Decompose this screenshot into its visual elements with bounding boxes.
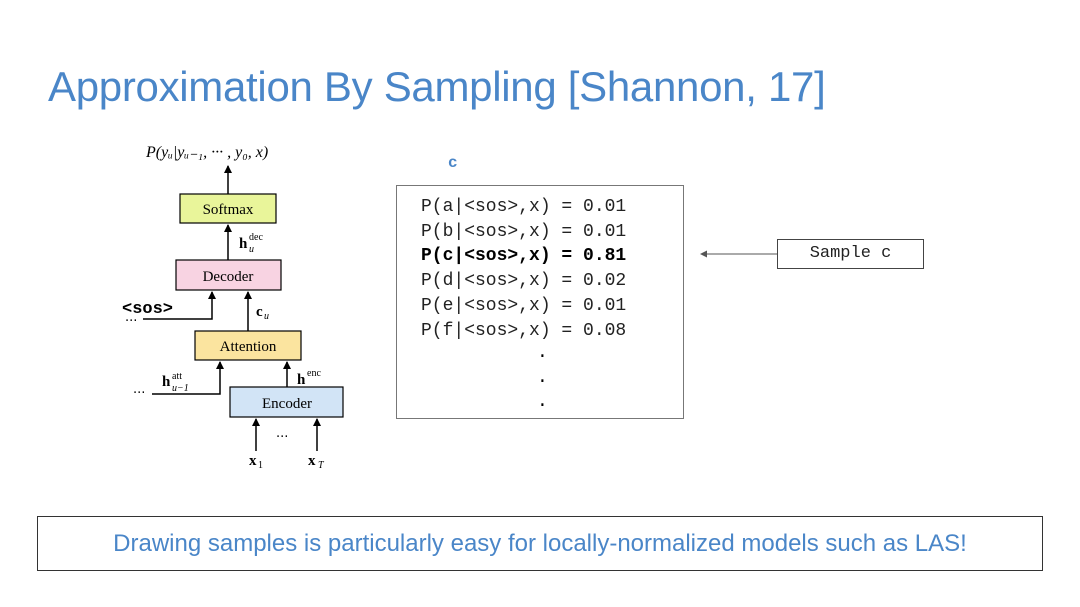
footer-message: Drawing samples is particularly easy for… xyxy=(37,516,1043,571)
softmax-label: Softmax xyxy=(203,202,254,218)
h-dec-subscript: u xyxy=(249,244,254,255)
probability-row: P(d|<sos>,x) = 0.02 xyxy=(421,271,627,291)
encoder-label: Encoder xyxy=(262,396,312,412)
probability-row: P(b|<sos>,x) = 0.01 xyxy=(421,222,627,242)
x1-subscript: 1 xyxy=(258,460,263,471)
arrow-sos-to-decoder xyxy=(143,291,216,320)
probability-row: P(e|<sos>,x) = 0.01 xyxy=(421,296,627,316)
decoder-label: Decoder xyxy=(203,269,254,285)
h-att-ellipsis: ··· xyxy=(133,386,145,401)
sample-result-box: Sample c xyxy=(777,239,924,269)
sos-token-label: <sos> xyxy=(122,300,173,319)
attention-label: Attention xyxy=(220,339,277,355)
h-enc-superscript: enc xyxy=(307,368,321,379)
x1-label: x xyxy=(249,453,257,469)
c-u-subscript: u xyxy=(264,311,269,322)
sos-ellipsis: ··· xyxy=(125,314,137,329)
softmax-block xyxy=(179,193,277,224)
xT-label: x xyxy=(308,453,316,469)
probability-row-selected: P(c|<sos>,x) = 0.81 xyxy=(421,246,627,266)
h-enc-label: h xyxy=(297,372,306,388)
decoder-block xyxy=(175,259,282,291)
attention-block xyxy=(194,330,302,361)
h-att-label: h xyxy=(162,374,171,390)
input-ellipsis: ··· xyxy=(276,430,288,445)
probability-box: P(a|<sos>,x) = 0.01 P(b|<sos>,x) = 0.01 … xyxy=(396,185,684,419)
chosen-token-label: c xyxy=(448,154,458,172)
continuation-dot: . xyxy=(537,343,548,363)
h-dec-superscript: dec xyxy=(249,232,263,243)
probability-row: P(f|<sos>,x) = 0.08 xyxy=(421,321,627,341)
h-att-subscript: u−1 xyxy=(172,383,189,394)
xT-subscript: T xyxy=(318,460,325,471)
continuation-dot: . xyxy=(537,392,548,412)
slide-title: Approximation By Sampling [Shannon, 17] xyxy=(48,63,826,110)
c-u-label: c xyxy=(256,304,263,320)
h-att-superscript: att xyxy=(172,371,182,382)
probability-row: P(a|<sos>,x) = 0.01 xyxy=(421,197,627,217)
output-probability-label: P(yᵤ|yᵤ₋₁, ··· , y₀, x) xyxy=(145,144,268,161)
encoder-block xyxy=(229,386,344,418)
continuation-dot: . xyxy=(537,368,548,388)
h-dec-label: h xyxy=(239,236,248,252)
arrow-hatt-to-attention xyxy=(152,361,224,395)
